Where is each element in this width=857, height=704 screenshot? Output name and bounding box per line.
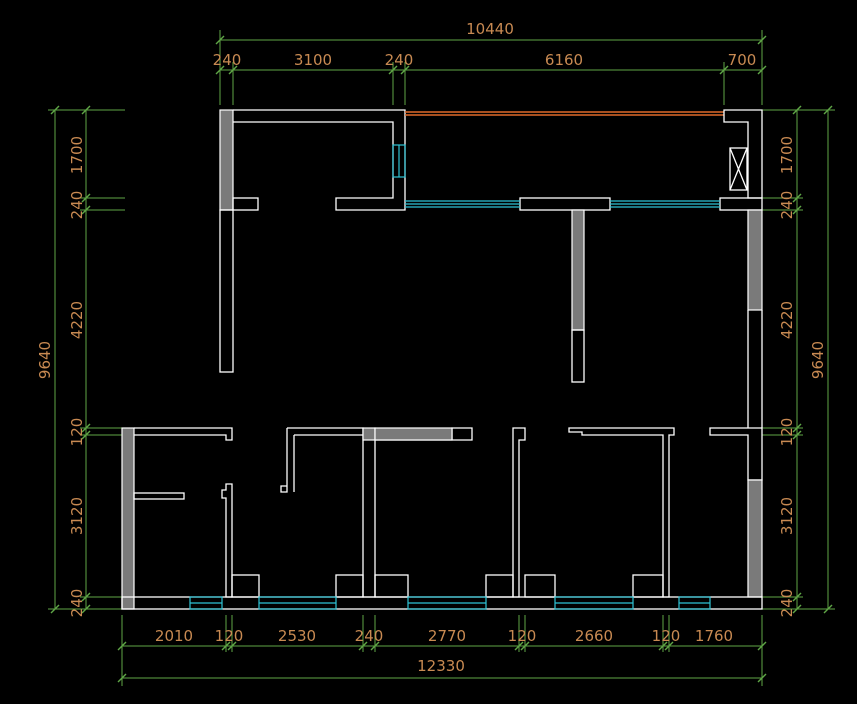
wall-segment [519,197,611,211]
right-dim-2: 240 [778,191,796,220]
right-dim-5: 3120 [778,497,796,535]
wall-segment [719,197,763,211]
wall-segment [231,574,260,598]
wall-segment [335,574,364,598]
top-dim-2: 3100 [294,51,332,69]
bottom-total-dim: 12330 [417,657,465,675]
left-dim-4: 120 [68,418,86,447]
wall-segment [134,427,233,441]
bottom-dim-2: 120 [215,627,244,645]
bottom-dim-9: 1760 [695,627,733,645]
wall-segment [233,109,406,211]
wall-segment [524,574,556,598]
wall-column [374,427,453,441]
top-dim-5: 700 [728,51,757,69]
wall-segment [485,574,514,598]
wall-column [362,427,376,441]
bottom-dim-4: 240 [355,627,384,645]
wall-segment [280,428,288,493]
right-dim-6: 240 [778,589,796,618]
right-dim-3: 4220 [778,301,796,339]
wall-segment [571,329,585,383]
left-dimension-chain: 9640 1700 240 4220 120 3120 240 [36,105,125,618]
top-dimension-chain: 10440 240 3100 240 6160 700 [213,20,767,105]
left-dim-5: 3120 [68,497,86,535]
bottom-dim-8: 120 [652,627,681,645]
bottom-dim-3: 2530 [278,627,316,645]
bottom-dim-5: 2770 [428,627,466,645]
top-dim-1: 240 [213,51,242,69]
left-dim-2: 240 [68,191,86,220]
wall-column [219,109,234,211]
wall-segment [632,574,664,598]
wall-column [747,209,763,311]
top-dim-4: 6160 [545,51,583,69]
top-dim-3: 240 [385,51,414,69]
wall-segment [219,209,234,373]
bottom-dim-6: 120 [508,627,537,645]
right-total-dim: 9640 [809,341,827,379]
wall-segment [133,492,185,500]
bottom-dimension-chain: 2010 120 2530 240 2770 120 2660 120 1760… [117,615,767,686]
wall-column [747,479,763,598]
right-dim-4: 120 [778,418,796,447]
left-dim-6: 240 [68,589,86,618]
left-dim-3: 4220 [68,301,86,339]
wall-segment [232,197,259,211]
bottom-dim-1: 2010 [155,627,193,645]
bottom-dim-7: 2660 [575,627,613,645]
wall-segment [709,427,763,481]
right-dimension-chain: 9640 1700 240 4220 120 3120 240 [762,105,835,618]
left-dim-1: 1700 [68,136,86,174]
wall-segment [729,147,748,191]
wall-segment [512,427,526,598]
top-total-dim: 10440 [466,20,514,38]
right-dim-1: 1700 [778,136,796,174]
walls [121,109,763,610]
wall-column [571,209,585,331]
wall-segment [374,574,409,598]
wall-segment [729,147,748,191]
wall-segment [221,483,233,598]
wall-segment [287,427,473,598]
left-total-dim: 9640 [36,341,54,379]
wall-segment [568,427,675,598]
wall-column [121,427,135,610]
